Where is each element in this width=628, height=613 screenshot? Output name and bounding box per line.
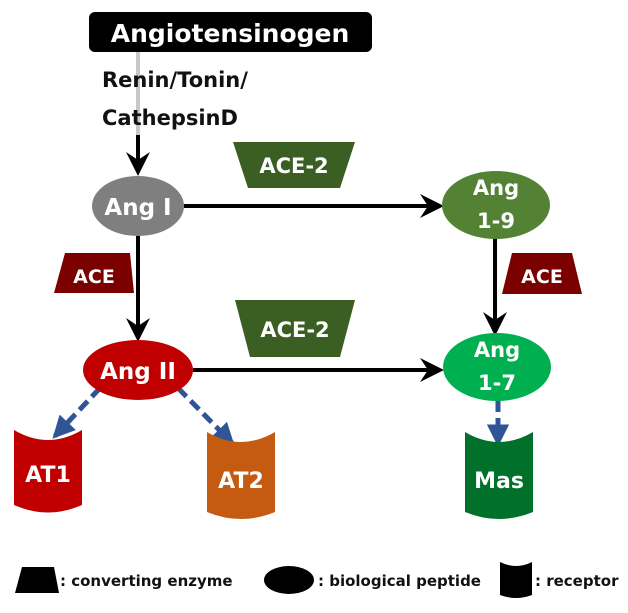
ang17-label-line2: 1-7 xyxy=(478,371,516,395)
ace-enzyme-left: ACE xyxy=(54,253,134,293)
at2-label: AT2 xyxy=(218,469,264,494)
legend-enzyme-label: : converting enzyme xyxy=(60,572,233,590)
at2-receptor: AT2 xyxy=(207,432,275,519)
legend-peptide-label: : biological peptide xyxy=(318,572,481,590)
ace2-bottom-label: ACE-2 xyxy=(260,318,329,342)
at1-receptor: AT1 xyxy=(14,430,82,513)
ace2-enzyme-bottom: ACE-2 xyxy=(235,300,355,357)
ang19-label-line2: 1-9 xyxy=(477,209,515,233)
legend-receptor-label: : receptor xyxy=(535,572,619,590)
ace2-enzyme-top: ACE-2 xyxy=(233,142,355,188)
ang19-node: Ang 1-9 xyxy=(442,171,550,239)
ang19-label-line1: Ang xyxy=(473,176,519,200)
renin-label-line2: CathepsinD xyxy=(102,106,238,130)
ace-enzyme-right: ACE xyxy=(502,253,582,294)
legend-enzyme-icon xyxy=(15,567,59,593)
ang2-node: Ang II xyxy=(83,340,193,400)
ace-left-label: ACE xyxy=(73,266,115,288)
angiotensinogen-label: Angiotensinogen xyxy=(111,19,350,48)
at1-label: AT1 xyxy=(25,463,71,488)
ace2-top-label: ACE-2 xyxy=(259,154,328,178)
angiotensinogen-node: Angiotensinogen xyxy=(89,12,372,52)
renin-label-line1: Renin/Tonin/ xyxy=(102,68,248,92)
arrow-ang2-to-at2 xyxy=(176,386,235,446)
mas-receptor: Mas xyxy=(465,432,533,519)
arrow-ang2-to-at1 xyxy=(52,386,102,439)
mas-label: Mas xyxy=(474,469,524,494)
legend-receptor-icon xyxy=(500,562,532,598)
ang2-label: Ang II xyxy=(100,359,176,385)
ace-right-label: ACE xyxy=(521,266,563,288)
ang17-label-line1: Ang xyxy=(474,338,520,362)
legend-peptide-icon xyxy=(264,566,314,594)
ang1-node: Ang I xyxy=(92,176,184,236)
ang1-label: Ang I xyxy=(104,195,171,221)
legend: : converting enzyme : biological peptide… xyxy=(15,562,619,598)
ang17-node: Ang 1-7 xyxy=(443,333,551,401)
